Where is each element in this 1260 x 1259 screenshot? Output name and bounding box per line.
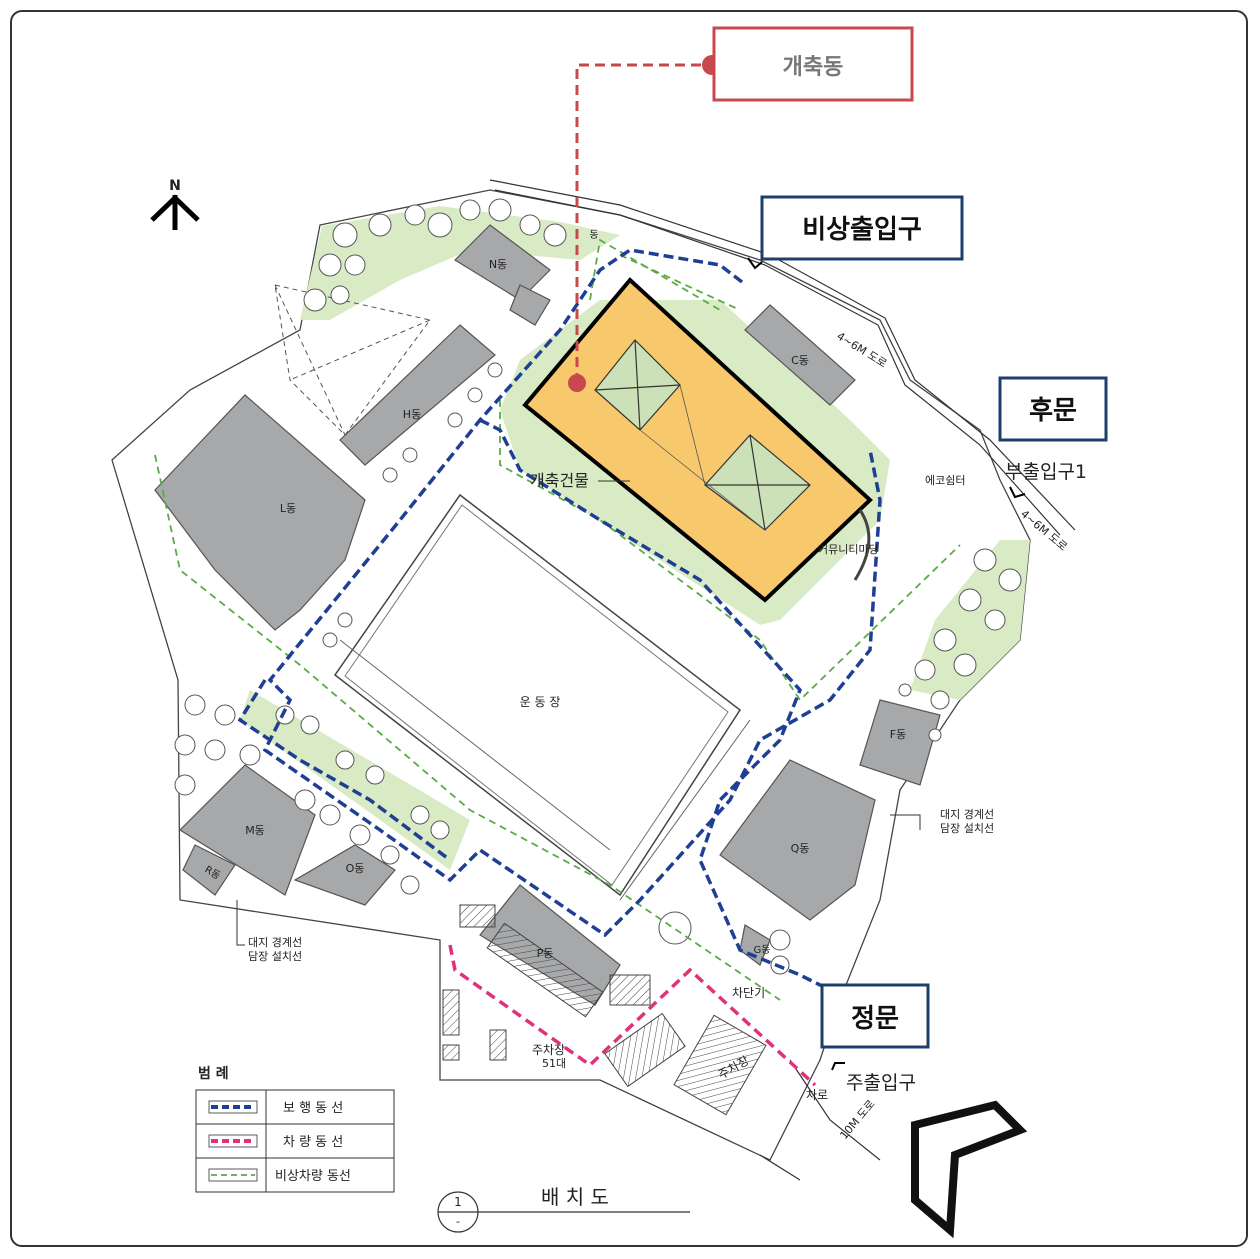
tree-cluster	[174, 198, 1022, 975]
legend-item-vehicle: 차 량 동 선	[208, 1134, 343, 1150]
legend-title: 범 례	[198, 1066, 229, 1082]
building-f	[859, 699, 941, 786]
new-building	[522, 277, 873, 603]
main-entrance-mark	[831, 1062, 845, 1071]
label-parking-left-count: 51대	[542, 1057, 566, 1070]
landscape-west-strip	[240, 690, 470, 870]
label-building-c: C동	[791, 354, 809, 367]
label-playground: 운 동 장	[520, 695, 561, 709]
label-community-yard: 커뮤니티마당	[818, 543, 879, 556]
callout-main-gate: 정문	[820, 983, 930, 1049]
label-building-o: O동	[346, 862, 365, 875]
boundary-note-leader-right	[890, 814, 921, 830]
road-edge-north	[489, 179, 1076, 531]
label-building-f: F동	[890, 728, 906, 741]
new-building-divider	[639, 384, 766, 531]
drawing-title: 1 - 배 치 도	[437, 1185, 690, 1233]
legend-label-vehicle: 차 량 동 선	[283, 1135, 343, 1150]
emergency-vehicle-route	[154, 238, 961, 1001]
callout-leader	[575, 63, 712, 383]
label-eco-shelter: 에코쉼터	[925, 474, 965, 487]
playground-inner	[344, 504, 729, 886]
sub-entrance-mark	[1009, 486, 1026, 499]
boundary-note-right-2: 담장 설치선	[940, 822, 994, 835]
building-h	[339, 324, 496, 466]
page-frame	[10, 10, 1248, 1247]
walkway-line-2	[619, 719, 751, 901]
label-building-small: 동	[589, 229, 598, 241]
label-building-m: M동	[245, 824, 265, 837]
walkway-line	[339, 639, 611, 851]
label-building-h: H동	[403, 408, 421, 421]
label-roadway: 차로	[806, 1088, 828, 1102]
road-edge-north-2	[494, 189, 1061, 536]
emergency-entrance-mark	[747, 257, 763, 270]
building-n-wing	[509, 284, 551, 326]
demolished-area-x	[274, 284, 431, 436]
callout-extension-building-label: 개축동	[783, 55, 844, 80]
label-building-g: G동	[754, 944, 771, 956]
label-new-building: 개축건물	[530, 471, 589, 490]
building-q	[719, 759, 876, 921]
north-arrow-icon	[150, 194, 200, 230]
legend-label-emergency-vehicle: 비상차량 동선	[275, 1169, 351, 1184]
north-label: N	[169, 178, 181, 194]
legend-item-emergency-vehicle: 비상차량 동선	[208, 1168, 351, 1184]
boundary-note-right-1: 대지 경계선	[940, 808, 994, 821]
boundary-note-leader-left	[236, 900, 245, 946]
legend-label-pedestrian: 보 행 동 선	[283, 1100, 343, 1116]
drawing-title-text: 배 치 도	[541, 1185, 609, 1209]
building-o	[293, 844, 396, 906]
boundary-note-left-1: 대지 경계선	[248, 936, 302, 949]
label-building-q: Q동	[791, 842, 810, 855]
label-sub-entrance-1: 부출입구1	[1005, 461, 1087, 483]
legend-item-pedestrian: 보 행 동 선	[208, 1100, 343, 1116]
direction-chevron-icon	[911, 1100, 1028, 1239]
vehicle-route	[448, 944, 817, 1087]
pedestrian-route	[237, 248, 882, 992]
callout-emergency-entrance-label: 비상출입구	[802, 215, 922, 245]
callout-dot-start	[568, 374, 586, 392]
label-building-n: N동	[489, 258, 507, 271]
boundary-note-left-2: 담장 설치선	[248, 950, 302, 963]
drawing-number: 1	[454, 1195, 462, 1209]
building-m	[179, 764, 316, 896]
label-parking-left: 주차장	[532, 1043, 565, 1057]
label-barrier: 차단기	[732, 986, 765, 1000]
road-south-edge-2	[759, 1154, 801, 1181]
legend: 범 례 보 행 동 선 차 량 동 선 비상차량 동선	[195, 1066, 395, 1193]
callout-main-gate-label: 정문	[851, 1004, 899, 1034]
parking-stalls	[442, 904, 767, 1116]
community-yard-arc	[853, 509, 871, 581]
building-c	[744, 304, 856, 406]
road-south-edge	[789, 1059, 881, 1161]
label-building-p: P동	[537, 947, 554, 960]
callout-extension-building: 개축동	[712, 26, 914, 102]
callout-emergency-entrance: 비상출입구	[760, 195, 964, 261]
label-road-south: 10M 도로	[837, 1097, 877, 1142]
callout-back-gate-label: 후문	[1029, 396, 1077, 426]
building-r	[182, 844, 236, 896]
callout-back-gate: 후문	[998, 376, 1108, 442]
label-main-entrance: 주출입구	[846, 1072, 916, 1094]
playground	[333, 493, 742, 897]
drawing-sub: -	[456, 1215, 460, 1228]
label-building-l: L동	[280, 502, 296, 515]
